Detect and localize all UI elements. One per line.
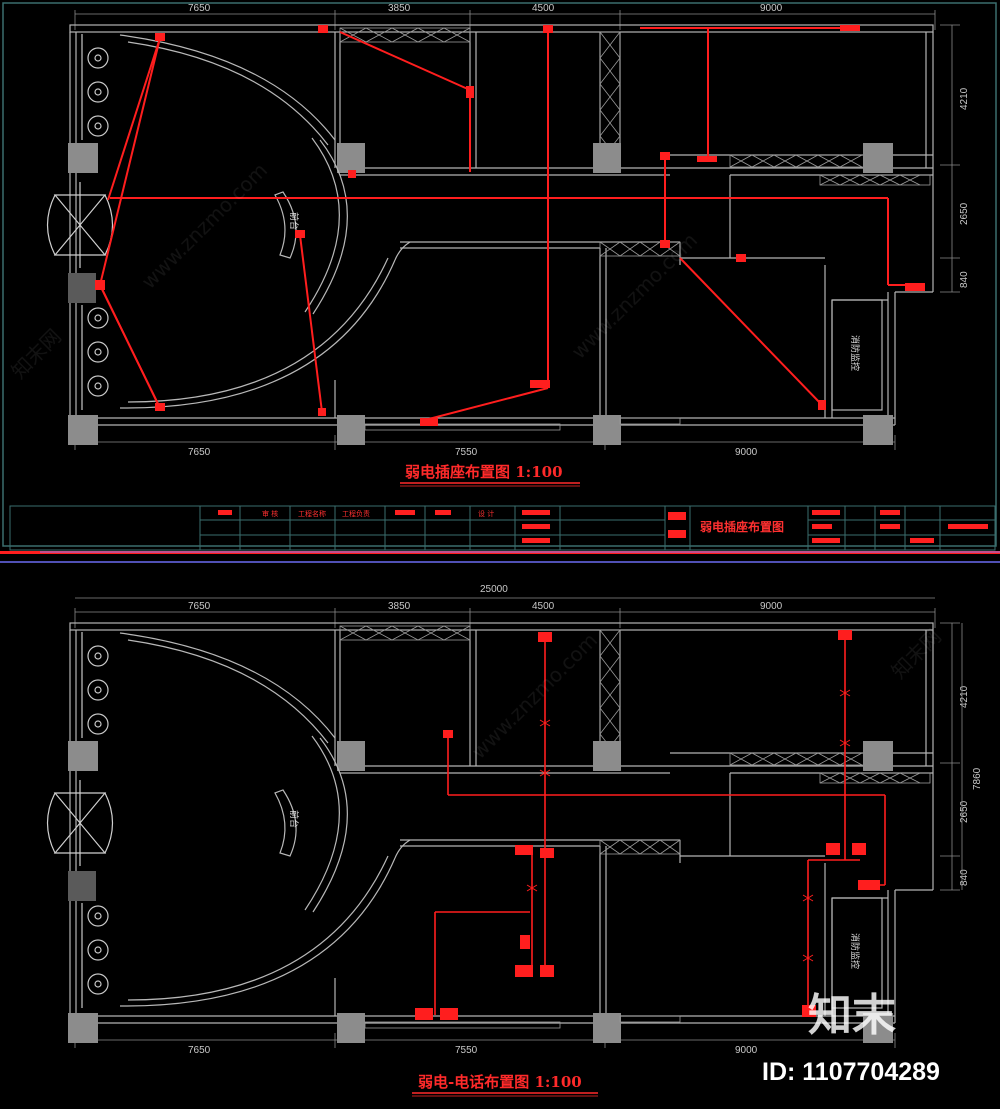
title-block-cell-1: 审 核 — [262, 509, 278, 518]
dim-bottom-2-b: 7550 — [455, 1045, 478, 1056]
dim-right-1-b: 4210 — [959, 685, 970, 708]
room-label-fire-control-top: 消防监控 — [849, 335, 861, 371]
floor-plan-bottom — [46, 607, 961, 1049]
dim-right-total: 7860 — [972, 767, 983, 790]
dim-top-3: 4500 — [532, 3, 555, 14]
watermark-brand: 知末 — [808, 990, 896, 1041]
dim-top-4-b: 9000 — [760, 601, 783, 612]
dim-top-1: 7650 — [188, 3, 211, 14]
title-block-cell-4: 设 计 — [478, 509, 494, 518]
dim-bottom-1: 7650 — [188, 447, 211, 458]
watermark-site-cn-2: 知末网 — [887, 624, 946, 683]
dim-right-1: 4210 — [959, 87, 970, 110]
drawing-title-top: 弱电插座布置图 1:100 — [405, 463, 563, 481]
title-block-marks — [218, 510, 988, 543]
title-block-drawing-name: 弱电插座布置图 — [700, 519, 784, 534]
watermark-site-cn-1: 知末网 — [7, 324, 66, 383]
title-block-cell-3: 工程负责 — [342, 509, 370, 518]
dim-bottom-3: 9000 — [735, 447, 758, 458]
dim-top-1-b: 7650 — [188, 601, 211, 612]
dim-top-2: 3850 — [388, 3, 411, 14]
dim-right-3-b: 840 — [959, 869, 970, 886]
room-label-fire-control-bottom: 消防监控 — [849, 933, 861, 969]
watermark-site-1: www.znzmo.com — [137, 158, 273, 294]
dim-right-2-b: 2650 — [959, 800, 970, 823]
dim-bottom-2: 7550 — [455, 447, 478, 458]
dim-right-2: 2650 — [959, 202, 970, 225]
drawing-title-bottom: 弱电-电话布置图 1:100 — [418, 1073, 582, 1091]
room-label-reception-bottom: 前台 — [288, 810, 300, 828]
dim-total: 25000 — [480, 584, 508, 595]
dim-bottom-3-b: 9000 — [735, 1045, 758, 1056]
phone-outlets-bottom — [415, 630, 880, 1020]
dim-bottom-1-b: 7650 — [188, 1045, 211, 1056]
watermark-id: ID: 1107704289 — [762, 1058, 940, 1086]
room-label-reception-top: 前台 — [288, 212, 300, 230]
dim-top-3-b: 4500 — [532, 601, 555, 612]
sheet-frame-top — [2, 2, 997, 547]
watermark-site-3: www.znzmo.com — [467, 628, 603, 764]
outlets-top — [95, 25, 925, 426]
dim-top-4: 9000 — [760, 3, 783, 14]
phone-marks-bottom — [526, 689, 851, 962]
wiring-bottom — [434, 640, 886, 1015]
dim-right-3: 840 — [959, 271, 970, 288]
wiring-top — [98, 27, 920, 421]
title-block-cell-2: 工程名称 — [298, 509, 326, 518]
title-block — [9, 505, 996, 551]
dim-top-2-b: 3850 — [388, 601, 411, 612]
